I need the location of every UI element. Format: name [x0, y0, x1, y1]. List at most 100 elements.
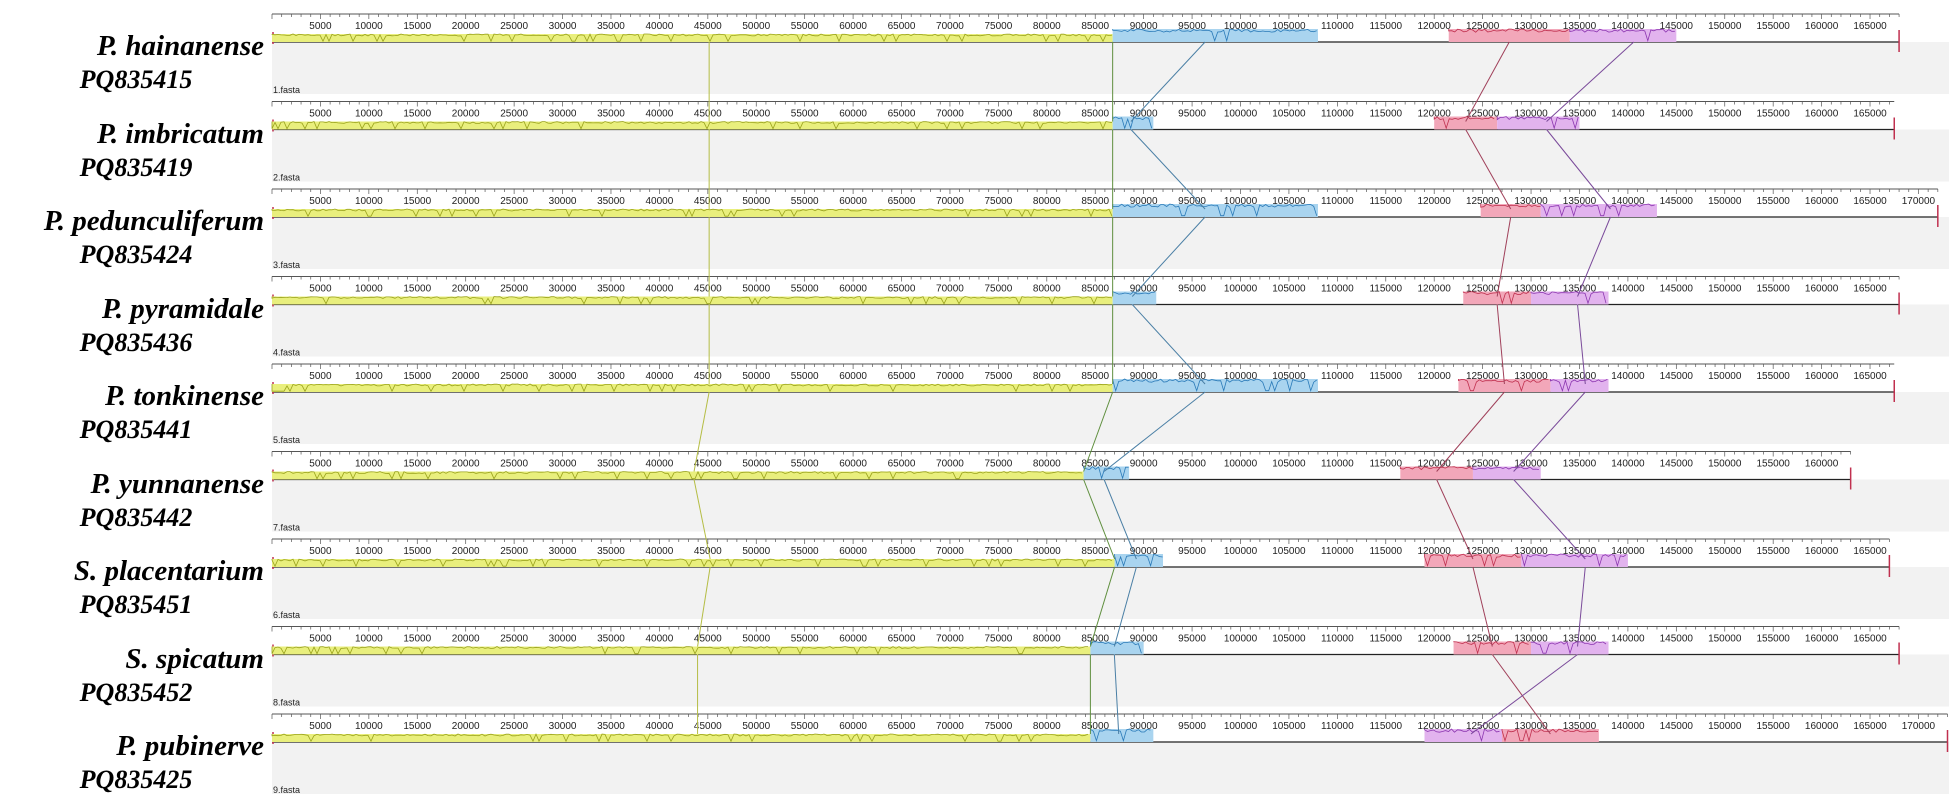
fasta-label: 5.fasta — [273, 435, 300, 445]
tick-label: 5000 — [309, 196, 332, 207]
tick-label: 70000 — [936, 634, 964, 645]
tick-label: 55000 — [791, 196, 819, 207]
lcb-block-red — [1453, 641, 1532, 655]
tick-label: 160000 — [1805, 371, 1839, 382]
tick-label: 75000 — [984, 371, 1012, 382]
tick-label: 95000 — [1178, 459, 1206, 470]
tick-label: 20000 — [452, 284, 480, 295]
tick-label: 55000 — [791, 721, 819, 732]
tick-label: 145000 — [1660, 284, 1694, 295]
lcb-block-red — [1400, 466, 1473, 480]
tick-label: 55000 — [791, 634, 819, 645]
lcb-block-purple — [1531, 641, 1609, 655]
fasta-label: 3.fasta — [273, 260, 300, 270]
tick-label: 5000 — [309, 634, 332, 645]
tick-label: 140000 — [1611, 196, 1645, 207]
tick-label: 70000 — [936, 196, 964, 207]
tick-label: 100000 — [1224, 284, 1258, 295]
similarity-profile — [1530, 291, 1607, 305]
tick-label: 80000 — [1033, 721, 1061, 732]
tick-label: 35000 — [597, 109, 625, 120]
tick-label: 30000 — [549, 459, 577, 470]
tick-label: 115000 — [1369, 371, 1402, 382]
tick-label: 145000 — [1660, 371, 1694, 382]
accession-number: PQ835415 — [79, 65, 193, 94]
tick-label: 140000 — [1611, 21, 1645, 32]
tick-label: 110000 — [1321, 721, 1354, 732]
tick-label: 130000 — [1514, 284, 1548, 295]
tick-label: 30000 — [549, 721, 577, 732]
tick-label: 10000 — [355, 109, 383, 120]
tick-label: 155000 — [1756, 21, 1790, 32]
lcb-block-blue — [1083, 466, 1130, 480]
similarity-profile — [1540, 203, 1655, 218]
tick-label: 80000 — [1033, 21, 1061, 32]
tick-label: 60000 — [839, 284, 867, 295]
lcb-connector — [1436, 479, 1474, 560]
tick-label: 90000 — [1130, 459, 1158, 470]
tick-label: 65000 — [888, 21, 916, 32]
tick-label: 10000 — [355, 371, 383, 382]
lcb-block-red — [1463, 291, 1532, 305]
similarity-profile — [271, 383, 1113, 393]
tick-label: 60000 — [839, 546, 867, 557]
tick-label: 150000 — [1708, 109, 1742, 120]
tick-label: 30000 — [549, 284, 577, 295]
fasta-label: 7.fasta — [273, 523, 300, 533]
tick-label: 135000 — [1563, 459, 1597, 470]
tick-label: 45000 — [694, 196, 722, 207]
tick-label: 160000 — [1805, 634, 1839, 645]
tick-label: 60000 — [839, 721, 867, 732]
tick-label: 110000 — [1321, 371, 1354, 382]
tick-label: 65000 — [888, 196, 916, 207]
tick-label: 125000 — [1466, 546, 1500, 557]
tick-label: 15000 — [403, 546, 431, 557]
accession-number: PQ835451 — [79, 590, 193, 619]
tick-label: 30000 — [549, 21, 577, 32]
lcb-connector — [1496, 304, 1505, 385]
lcb-connector — [1131, 216, 1206, 297]
similarity-profile — [1472, 466, 1539, 470]
tick-label: 10000 — [355, 634, 383, 645]
tick-label: 140000 — [1611, 634, 1645, 645]
tick-label: 150000 — [1708, 21, 1742, 32]
accession-number: PQ835442 — [79, 502, 193, 532]
tick-label: 90000 — [1130, 721, 1158, 732]
tick-label: 70000 — [936, 546, 964, 557]
tick-label: 145000 — [1660, 21, 1694, 32]
tick-label: 5000 — [309, 284, 332, 295]
lcb-connector — [693, 479, 711, 560]
species-name: P. yunnanense — [90, 467, 264, 500]
tick-label: 125000 — [1466, 109, 1500, 120]
tick-label: 55000 — [791, 109, 819, 120]
tick-label: 35000 — [597, 21, 625, 32]
tick-label: 105000 — [1272, 634, 1306, 645]
tick-label: 25000 — [500, 109, 528, 120]
tick-label: 60000 — [839, 459, 867, 470]
tick-label: 145000 — [1660, 109, 1694, 120]
tick-label: 30000 — [549, 371, 577, 382]
tick-label: 140000 — [1611, 284, 1645, 295]
species-name: S. spicatum — [125, 642, 264, 675]
tick-label: 40000 — [645, 196, 673, 207]
lcb-block-purple — [1472, 466, 1541, 480]
fasta-label: 4.fasta — [273, 348, 300, 358]
tick-label: 90000 — [1130, 634, 1158, 645]
similarity-profile — [1424, 553, 1521, 568]
similarity-profile — [1453, 641, 1529, 655]
tick-label: 30000 — [549, 546, 577, 557]
tick-label: 85000 — [1081, 21, 1109, 32]
tick-label: 15000 — [403, 284, 431, 295]
similarity-profile — [271, 645, 1088, 655]
lcb-connector — [1577, 566, 1586, 647]
tick-label: 100000 — [1224, 546, 1258, 557]
lcb-connector — [1130, 129, 1206, 210]
lcb-connector — [1470, 654, 1578, 735]
tick-label: 90000 — [1130, 21, 1158, 32]
tick-label: 160000 — [1805, 721, 1839, 732]
tick-label: 35000 — [597, 721, 625, 732]
lcb-connector — [1546, 129, 1611, 210]
tick-label: 115000 — [1369, 196, 1402, 207]
tick-label: 10000 — [355, 459, 383, 470]
tick-label: 115000 — [1369, 546, 1402, 557]
